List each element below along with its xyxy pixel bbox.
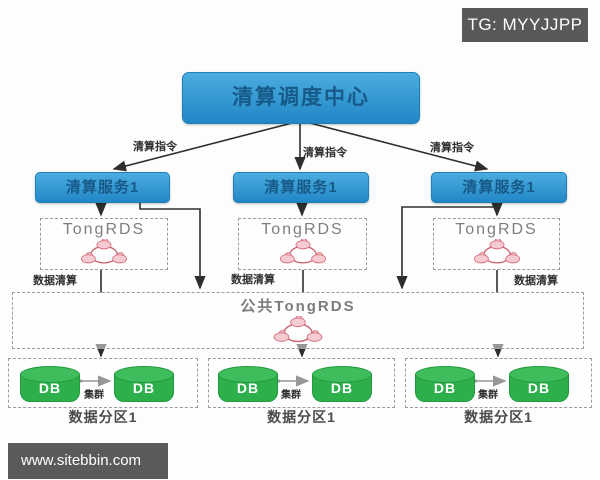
data-clearing-label-3: 数据清算 [514,275,558,287]
data-partition-label-3: 数据分区1 [464,409,533,425]
instruction-label-2: 清算指令 [303,147,347,159]
instruction-label-1: 清算指令 [133,141,177,153]
data-partition-label-2: 数据分区1 [267,409,336,425]
db-label: DB [330,380,354,396]
db-cylinder: DB [114,366,174,402]
cluster-link-label-1: 集群 [84,390,104,401]
data-partition-label-1: 数据分区1 [68,409,138,425]
data-clearing-label-1: 数据清算 [33,275,77,287]
common-tongrds-box: 公共TongRDS [12,292,584,349]
site-watermark-bar: www.sitebbin.com [8,443,168,479]
clearing-service-box-3: 清算服务1 [431,172,567,203]
rds-cluster-icon [273,316,323,343]
clearing-dispatch-center-box: 清算调度中心 [182,72,420,124]
instruction-label-3: 清算指令 [430,142,474,154]
clearing-service-box-2: 清算服务1 [233,172,369,203]
db-cylinder: DB [20,366,80,402]
data-clearing-label-2: 数据清算 [231,274,275,286]
db-label: DB [236,380,260,396]
rds-cluster-icon [279,239,326,264]
tongrds-title-1: TongRDS [62,221,146,238]
rds-cluster-icon [473,239,520,264]
tongrds-title-3: TongRDS [455,221,538,238]
db-cylinder: DB [218,366,278,402]
db-cylinder: DB [312,366,372,402]
clearing-service-box-1: 清算服务1 [35,172,170,203]
db-label: DB [527,380,551,396]
cluster-link-label-3: 集群 [478,390,498,401]
rds-cluster-icon [80,239,128,264]
db-label: DB [132,380,156,396]
common-tongrds-title: 公共TongRDS [240,298,356,315]
tongrds-title-2: TongRDS [261,221,344,238]
db-cylinder: DB [415,366,475,402]
tongrds-box-3: TongRDS [433,218,560,270]
tongrds-box-1: TongRDS [40,218,168,270]
db-cylinder: DB [509,366,569,402]
telegram-watermark-badge: TG: MYYJJPP [462,8,588,42]
db-label: DB [433,380,457,396]
tongrds-box-2: TongRDS [238,218,367,270]
cluster-link-label-2: 集群 [281,390,301,401]
db-label: DB [38,380,62,396]
